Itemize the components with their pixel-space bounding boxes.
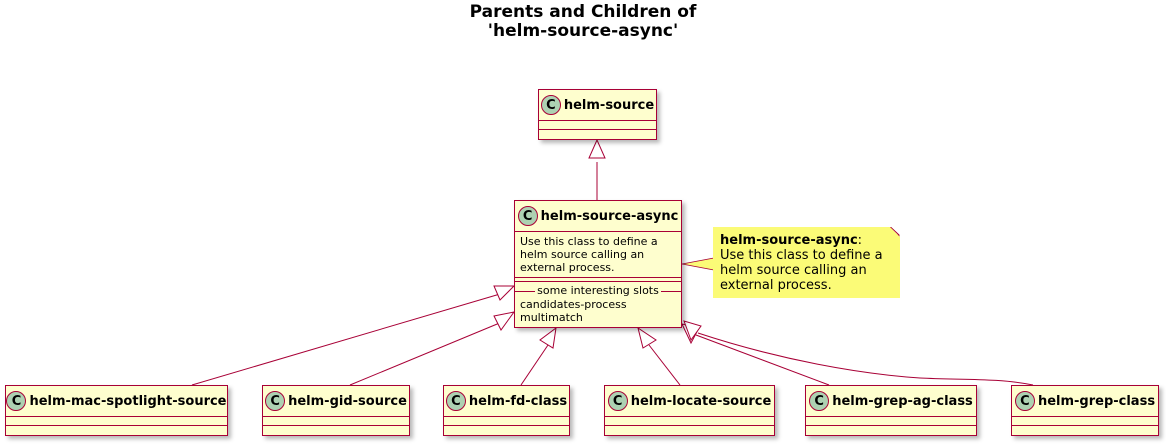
inheritance-arrowhead	[539, 326, 557, 349]
divider	[515, 281, 681, 282]
note-title-suffix: :	[857, 233, 863, 248]
class-helm-locate-source[interactable]: C helm-locate-source	[604, 385, 775, 436]
class-docstring: Use this class to define a helm source c…	[515, 232, 681, 277]
slots-section-title: some interesting slots	[515, 284, 681, 297]
divider	[263, 416, 409, 417]
class-name: helm-fd-class	[468, 393, 568, 409]
class-marker-icon: C	[1014, 391, 1035, 411]
divider	[605, 425, 774, 426]
note-helm-source-async: helm-source-async: Use this class to def…	[713, 227, 900, 298]
class-helm-gid-source[interactable]: C helm-gid-source	[262, 385, 410, 436]
divider	[515, 231, 681, 232]
class-marker-icon: C	[607, 391, 628, 411]
inheritance-arrowhead	[588, 138, 606, 159]
divider	[444, 425, 569, 426]
class-marker-icon: C	[445, 391, 466, 411]
class-marker-icon: C	[517, 206, 538, 226]
diagram-title-line-1: Parents and Children of	[469, 2, 697, 22]
divider	[263, 425, 409, 426]
inheritance-arrowhead	[493, 311, 516, 331]
docstring-line: Use this class to define a	[520, 235, 658, 248]
edge-grep	[697, 332, 1034, 386]
divider	[605, 416, 774, 417]
docstring-line: helm source calling an	[520, 248, 645, 261]
class-name: helm-source-async	[540, 208, 679, 224]
edge-gid	[349, 321, 503, 386]
inheritance-arrowhead	[637, 326, 657, 349]
note-line: Use this class to define a	[720, 248, 883, 263]
slot-item: multimatch	[520, 311, 583, 324]
note-title: helm-source-async	[720, 233, 858, 248]
class-marker-icon: C	[809, 391, 830, 411]
diagram-title-line-2: 'helm-source-async'	[487, 21, 679, 41]
class-name: helm-grep-class	[1037, 393, 1156, 409]
edge-fd	[520, 344, 549, 386]
divider	[1012, 425, 1158, 426]
class-helm-source-async[interactable]: C helm-source-async Use this class to de…	[514, 200, 682, 328]
class-helm-grep-class[interactable]: C helm-grep-class	[1011, 385, 1159, 436]
class-name: helm-mac-spotlight-source	[29, 393, 227, 409]
divider	[1012, 416, 1158, 417]
note-line: helm source calling an	[720, 263, 867, 278]
class-helm-fd-class[interactable]: C helm-fd-class	[443, 385, 570, 436]
note-line: external process.	[720, 278, 832, 293]
divider	[806, 416, 976, 417]
divider	[515, 277, 681, 278]
class-name: helm-grep-ag-class	[832, 393, 973, 409]
note-connector	[681, 257, 715, 271]
divider	[539, 129, 656, 130]
edge-locate	[648, 344, 681, 386]
class-helm-source[interactable]: C helm-source	[538, 89, 657, 140]
divider	[6, 416, 227, 417]
class-name: helm-source	[563, 97, 655, 113]
edge-grep-ag	[695, 334, 830, 386]
class-name: helm-locate-source	[630, 393, 772, 409]
class-marker-icon: C	[265, 391, 286, 411]
docstring-line: external process.	[520, 261, 615, 274]
inheritance-arrowhead	[493, 285, 516, 301]
class-helm-grep-ag-class[interactable]: C helm-grep-ag-class	[805, 385, 977, 436]
slot-item: candidates-process	[520, 298, 627, 311]
class-marker-icon: C	[540, 95, 561, 115]
class-helm-mac-spotlight-source[interactable]: C helm-mac-spotlight-source	[5, 385, 228, 436]
divider	[806, 425, 976, 426]
inheritance-arrowhead	[683, 320, 702, 342]
edge-mac-spotlight	[191, 293, 501, 386]
divider	[539, 120, 656, 121]
divider	[6, 425, 227, 426]
class-name: helm-gid-source	[288, 393, 407, 409]
class-marker-icon: C	[6, 391, 27, 411]
divider	[444, 416, 569, 417]
class-slots: some interesting slots candidates-proces…	[515, 284, 681, 326]
